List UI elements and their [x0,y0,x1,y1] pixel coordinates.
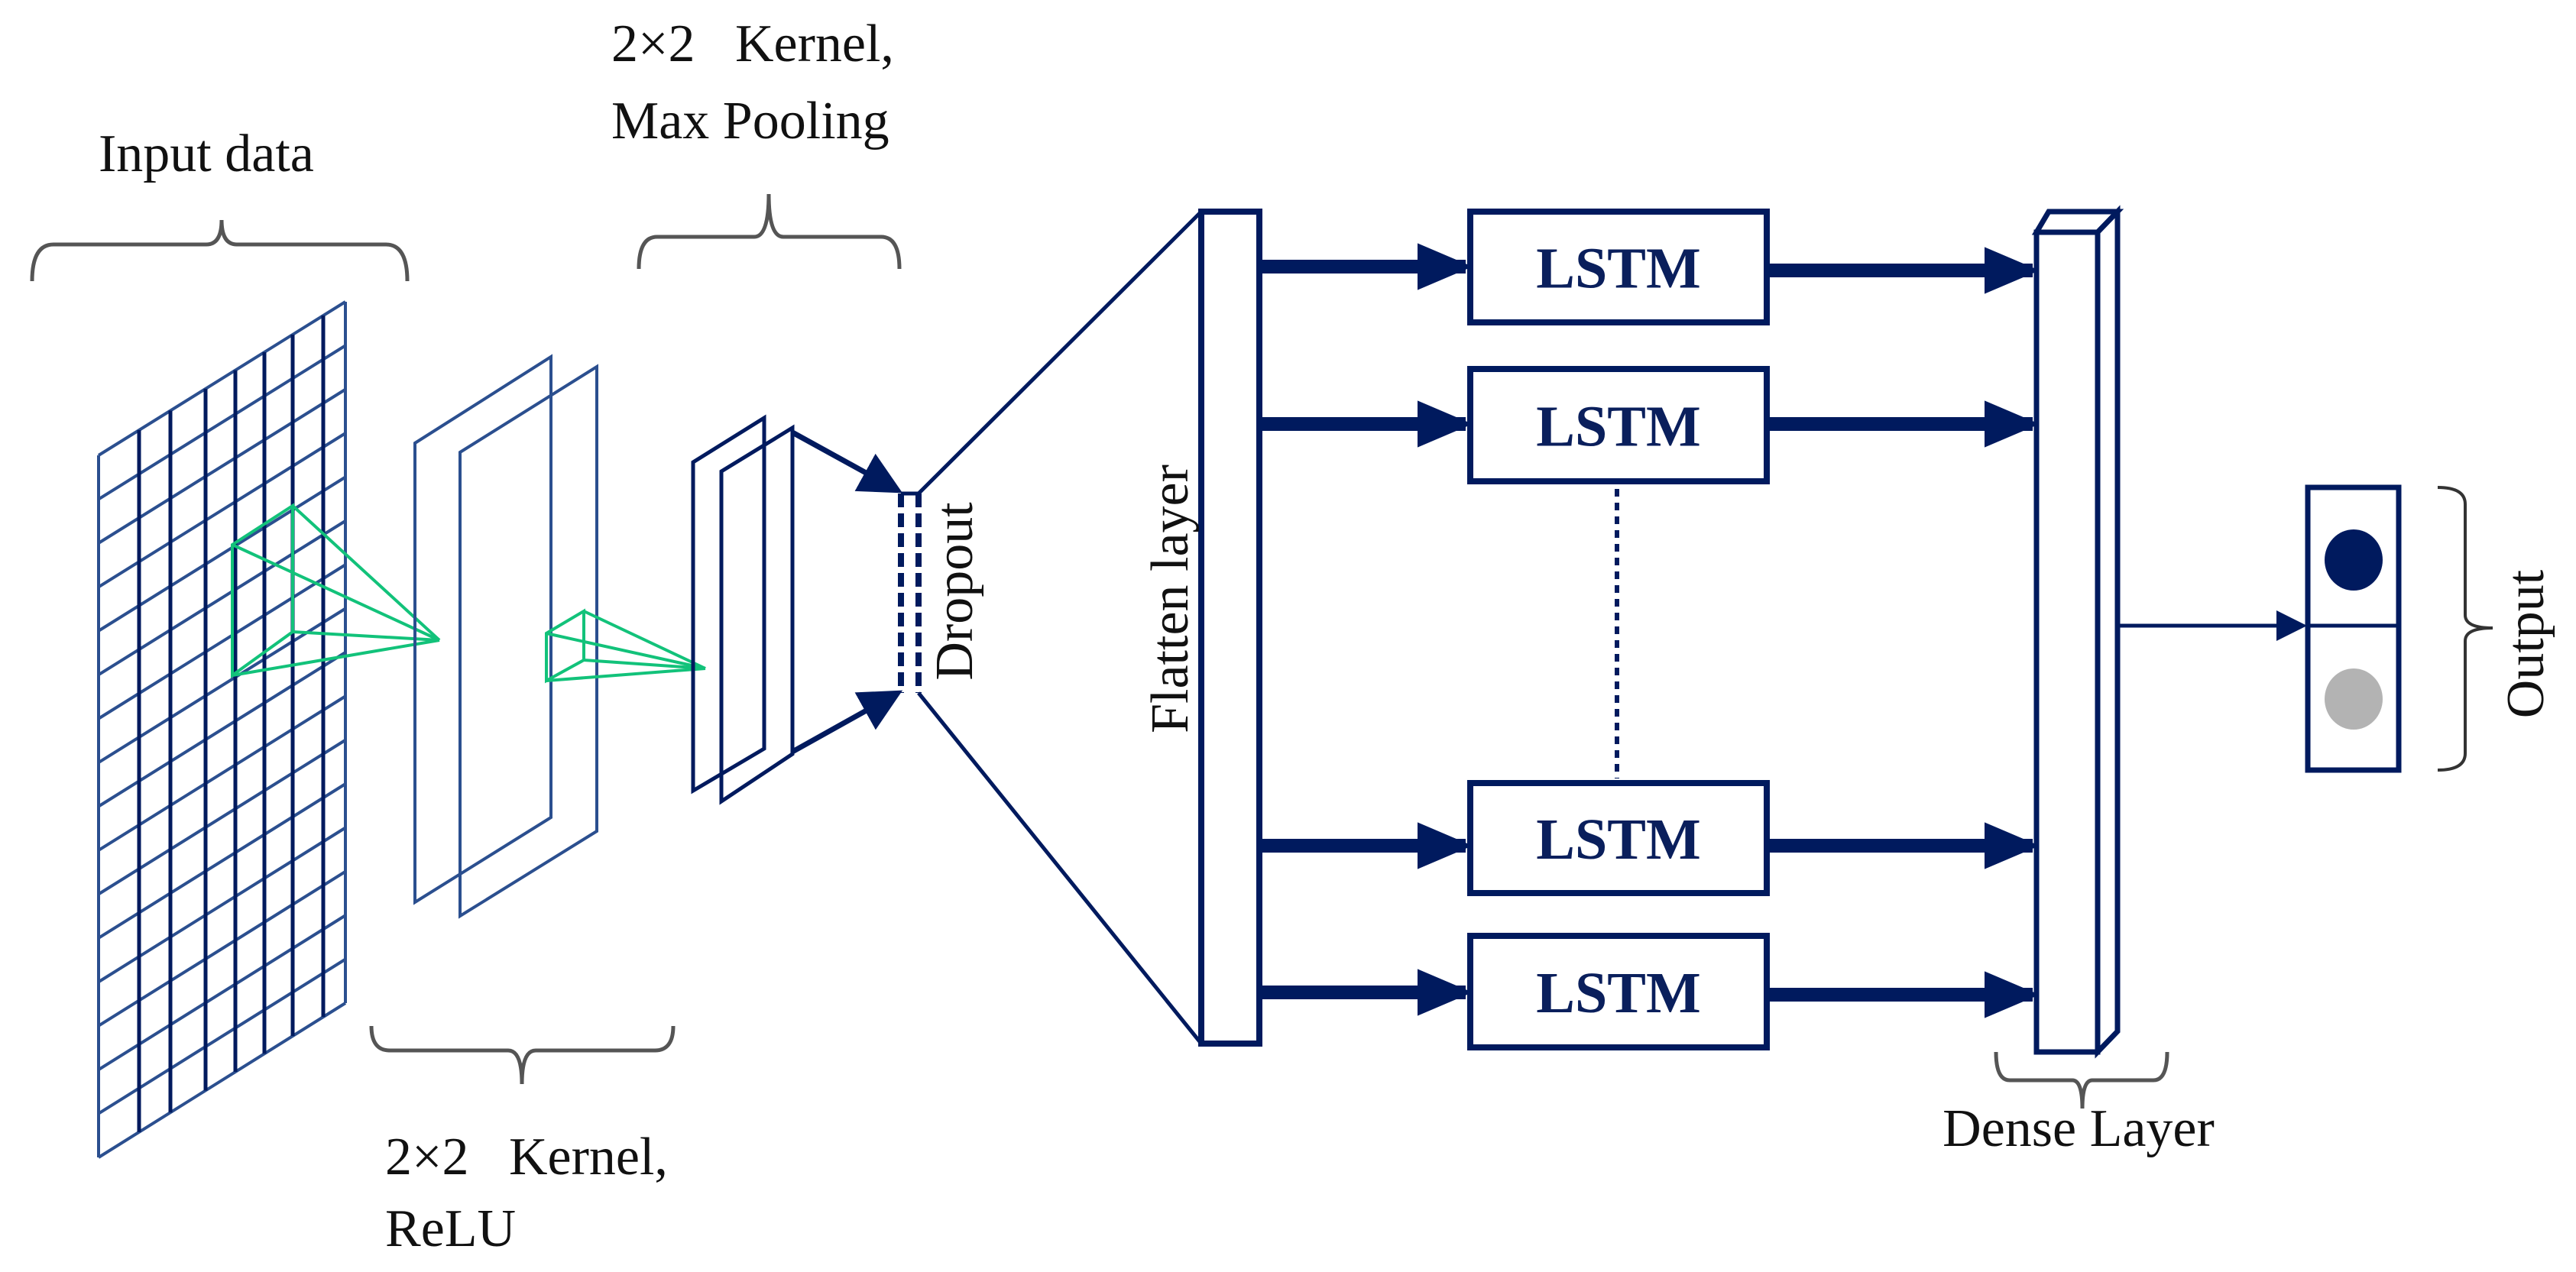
dense-layer-label: Dense Layer [1943,1099,2215,1158]
input-data-label: Input data [99,125,314,183]
lstm-unit: LSTM [1262,209,2040,325]
relu-label: ReLU [385,1199,516,1258]
grid-row-line [97,563,347,720]
conv-kernel-label: 2×2 Kernel, [385,1128,668,1186]
dense-brace [1994,1051,2169,1109]
dropout-label: Dropout [925,502,984,681]
lstm-box [1467,209,1770,325]
output-label: Output [2497,569,2555,718]
grid-row-line [97,826,347,983]
lstm-box [1467,933,1770,1050]
grid-row-line [97,957,347,1115]
output-node-active [2325,529,2383,591]
dropout-to-flatten-bottom [917,691,1203,1045]
input-grid [97,300,347,1159]
pool-kernel-label: 2×2 Kernel, [611,15,894,73]
grid-row-line [97,475,347,633]
grid-row-line [97,870,347,1028]
flatten-layer [1198,209,1262,1047]
grid-row-line [97,300,347,457]
arrow-to-dropout-top [791,429,903,494]
output-brace [2437,486,2493,772]
lstm-unit: LSTM [1262,366,2040,484]
arrow-to-dropout-bottom [791,690,903,755]
conv-feature-maps [413,354,598,919]
dense-layer [2031,205,2124,1059]
grid-row-line [97,519,347,676]
grid-row-line [97,914,347,1071]
dropout-layer [898,491,922,693]
max-pooling-label: Max Pooling [611,92,889,151]
lstm-box [1467,366,1770,484]
grid-row-line [97,344,347,501]
lstm-unit: LSTM [1262,933,2040,1050]
lstm-label: LSTM [1536,237,1700,301]
grid-row-line [97,651,347,808]
conv-brace [369,1025,676,1085]
lstm-box [1467,780,1770,896]
output-node-inactive [2325,668,2383,730]
flatten-layer-label: Flatten layer [1141,464,1200,733]
lstm-label: LSTM [1536,395,1700,459]
grid-row-line [97,739,347,896]
grid-row-line [97,1002,347,1159]
input-data-brace [30,219,410,282]
pooling-brace [637,193,902,270]
lstm-label: LSTM [1536,961,1700,1025]
pooling-maps [691,414,795,805]
dropout-to-flatten-top [917,210,1203,495]
grid-row-line [97,782,347,940]
pool-kernel-projection [545,608,706,684]
lstm-label: LSTM [1536,808,1700,872]
grid-row-line [97,694,347,852]
grid-row-line [97,432,347,589]
output-layer [2305,484,2402,773]
lstm-unit: LSTM [1262,780,2040,896]
